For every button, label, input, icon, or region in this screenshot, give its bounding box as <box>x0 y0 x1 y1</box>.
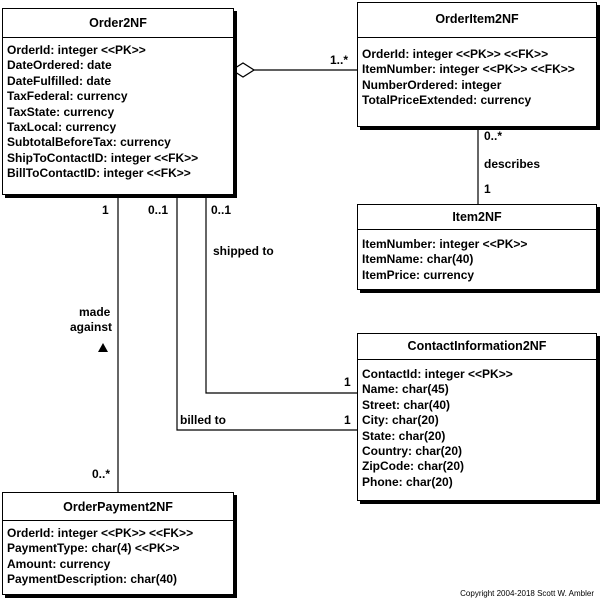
attribute: Street: char(40) <box>362 397 451 412</box>
class-name: ContactInformation2NF <box>358 334 596 360</box>
multiplicity-label: 1 <box>344 375 351 389</box>
direction-arrow-icon <box>98 343 108 352</box>
attribute: DateOrdered: date <box>7 58 112 73</box>
attribute: Amount: currency <box>7 556 111 571</box>
class-orderitem2nf: OrderItem2NF OrderId: integer <<PK>> <<F… <box>357 2 597 127</box>
class-item2nf: Item2NF ItemNumber: integer <<PK>> ItemN… <box>357 204 597 290</box>
attribute: TaxFederal: currency <box>7 89 128 104</box>
association-label: against <box>70 320 113 334</box>
class-orderpayment2nf: OrderPayment2NF OrderId: integer <<PK>> … <box>2 492 234 595</box>
attribute: Phone: char(20) <box>362 474 453 489</box>
attribute: BillToContactID: integer <<FK>> <box>7 166 191 181</box>
shipped-to-line <box>205 195 357 394</box>
multiplicity-label: 1 <box>484 182 491 196</box>
multiplicity-label: 0..* <box>92 467 111 481</box>
attribute: ZipCode: char(20) <box>362 459 465 474</box>
attribute: PaymentType: char(4) <<PK>> <box>7 541 180 556</box>
attribute: SubtotalBeforeTax: currency <box>7 135 171 150</box>
class-name: OrderItem2NF <box>358 3 596 38</box>
multiplicity-label: 0..* <box>484 129 503 143</box>
attribute: ItemNumber: integer <<PK>> <box>362 237 528 251</box>
attribute: OrderId: integer <<PK>> <<FK>> <box>362 47 549 61</box>
multiplicity-label: 1 <box>102 203 109 217</box>
multiplicity-label: 0..1 <box>211 203 232 217</box>
attribute: TotalPriceExtended: currency <box>362 93 532 108</box>
class-contactinformation2nf: ContactInformation2NF ContactId: integer… <box>357 333 597 501</box>
attribute: Name: char(45) <box>362 382 449 397</box>
attribute: City: char(20) <box>362 413 439 428</box>
attribute: PaymentDescription: char(40) <box>7 572 178 587</box>
aggregation-diamond <box>230 62 256 78</box>
attribute: Country: char(20) <box>362 444 463 459</box>
attribute: ItemNumber: integer <<PK>> <<FK>> <box>362 62 575 77</box>
attribute: ShipToContactID: integer <<FK>> <box>7 150 199 165</box>
attribute: ItemPrice: currency <box>362 267 475 282</box>
class-order2nf: Order2NF OrderId: integer <<PK>> DateOrd… <box>2 8 234 195</box>
attribute: DateFulfilled: date <box>7 73 112 88</box>
attribute: ItemName: char(40) <box>362 252 474 267</box>
attribute: NumberOrdered: integer <box>362 77 502 92</box>
copyright-text: Copyright 2004-2018 Scott W. Ambler <box>460 589 594 598</box>
association-label: made <box>79 305 111 319</box>
attribute: ContactId: integer <<PK>> <box>362 367 513 381</box>
multiplicity-label: 1..* <box>330 53 349 67</box>
attribute: TaxState: currency <box>7 104 115 119</box>
association-label: shipped to <box>213 244 274 258</box>
attribute: State: char(20) <box>362 428 446 443</box>
attribute: OrderId: integer <<PK>> <<FK>> <box>7 526 194 540</box>
billed-to-line <box>176 195 357 431</box>
class-name: Item2NF <box>358 205 596 230</box>
attribute: TaxLocal: currency <box>7 120 117 135</box>
multiplicity-label: 1 <box>344 413 351 427</box>
class-name: OrderPayment2NF <box>3 493 233 521</box>
class-name: Order2NF <box>3 9 233 38</box>
association-label: billed to <box>180 413 226 427</box>
attribute: OrderId: integer <<PK>> <box>7 43 146 57</box>
association-label: describes <box>484 157 541 171</box>
multiplicity-label: 0..1 <box>148 203 169 217</box>
